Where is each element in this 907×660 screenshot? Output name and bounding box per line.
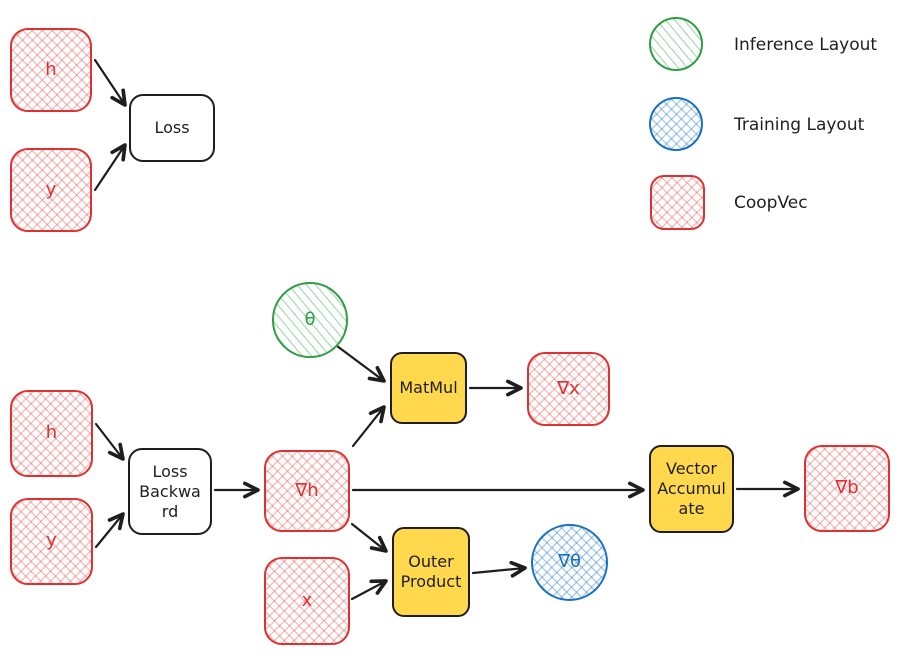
node-theta: θ bbox=[272, 282, 348, 358]
legend-label-training: Training Layout bbox=[734, 115, 865, 135]
legend-label-inference: Inference Layout bbox=[734, 35, 878, 55]
node-grad-b: ∇b bbox=[804, 445, 890, 532]
node-loss-backward: Loss Backward bbox=[128, 448, 212, 535]
arrow-h-to-loss bbox=[93, 58, 127, 107]
legend-inference-swatch-icon bbox=[649, 17, 703, 71]
node-y-bottom: y bbox=[10, 498, 93, 585]
node-x: x bbox=[264, 557, 350, 645]
legend-label-coopvec: CoopVec bbox=[734, 193, 808, 213]
legend-coopvec-swatch-icon bbox=[650, 175, 705, 230]
arrow-h-to-loss-backward bbox=[94, 422, 125, 461]
node-h-top: h bbox=[10, 28, 92, 112]
node-matmul: MatMul bbox=[390, 352, 467, 424]
node-h-bottom: h bbox=[10, 390, 93, 477]
node-grad-x: ∇x bbox=[527, 352, 610, 426]
arrow-y-to-loss bbox=[93, 143, 127, 192]
arrow-theta-to-matmul bbox=[335, 344, 386, 383]
node-outer-product: Outer Product bbox=[392, 527, 470, 617]
arrow-x-to-outer-product bbox=[350, 579, 388, 601]
arrow-grad-h-to-matmul bbox=[351, 405, 386, 448]
node-grad-theta: ∇θ bbox=[531, 524, 608, 601]
arrow-grad-h-to-outer-product bbox=[350, 522, 388, 553]
legend-training-swatch-icon bbox=[649, 97, 703, 151]
node-grad-h: ∇h bbox=[264, 450, 350, 532]
arrow-outer-product-to-grad-theta bbox=[471, 560, 527, 578]
arrow-y-to-loss-backward bbox=[94, 512, 125, 549]
node-loss: Loss bbox=[129, 94, 215, 162]
node-vector-accumulate: Vector Accumulate bbox=[649, 445, 734, 533]
node-y-top: y bbox=[10, 148, 92, 232]
